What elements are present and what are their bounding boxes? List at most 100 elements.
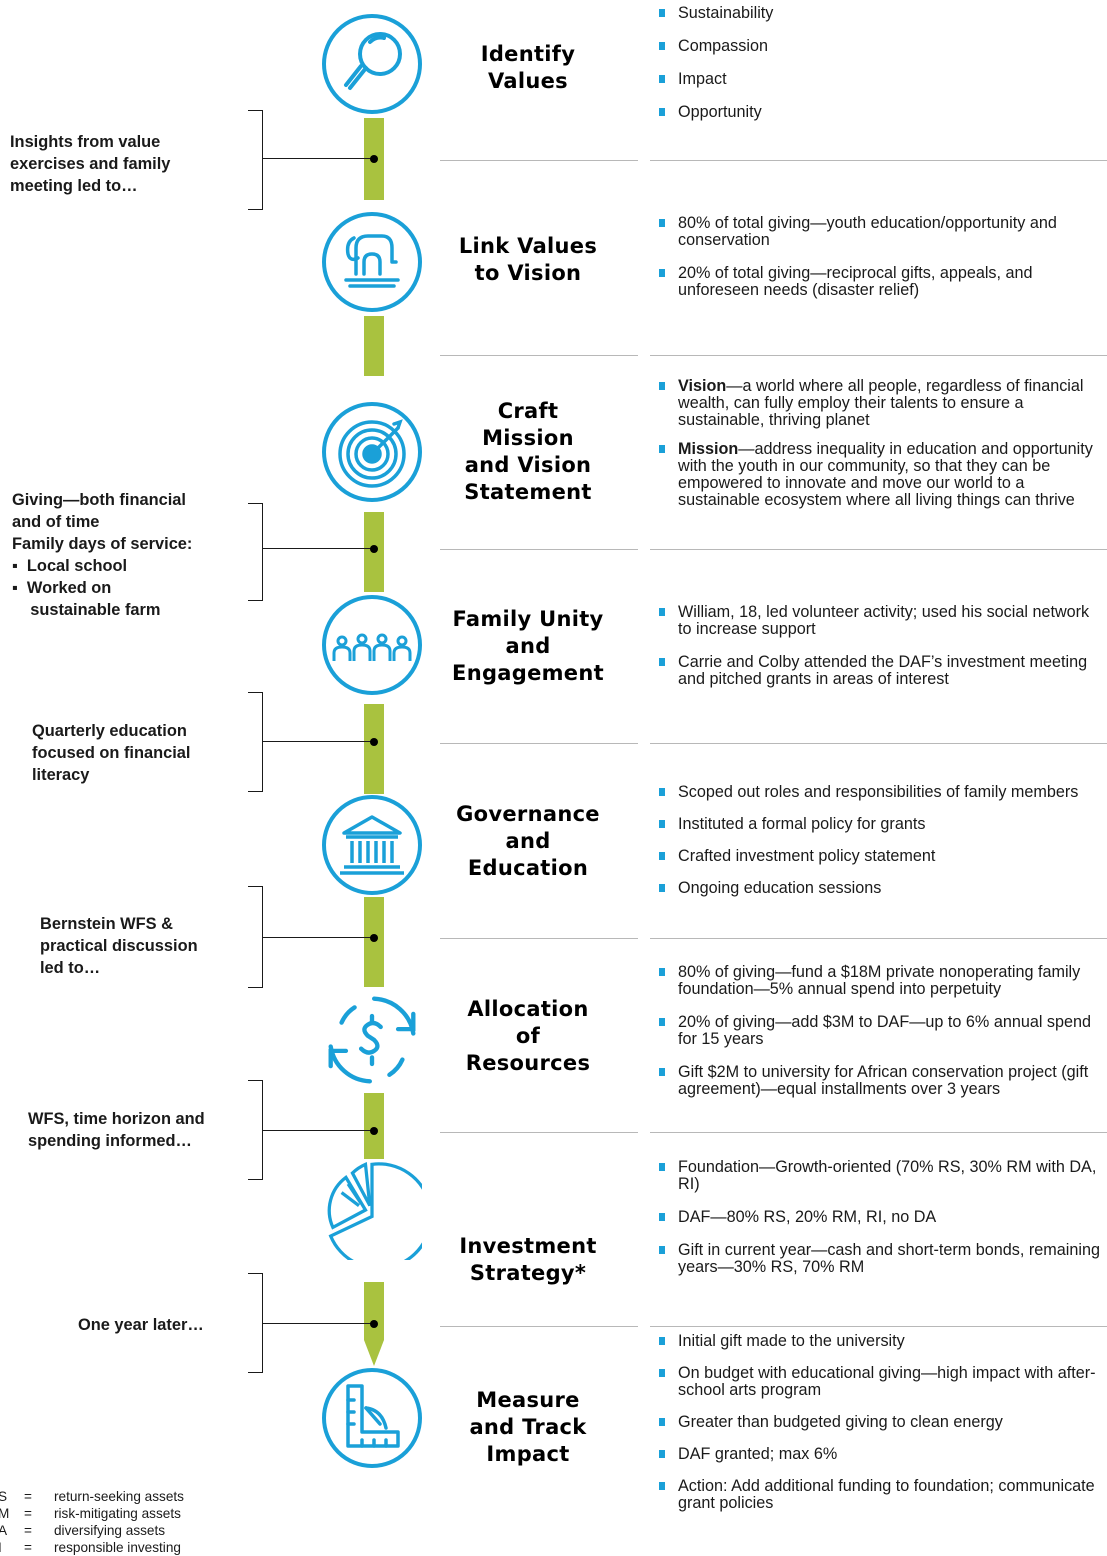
legend-desc: risk-mitigating assets	[54, 1506, 181, 1521]
detail-bullet: Vision—a world where all people, regardl…	[658, 378, 1103, 429]
section-divider	[650, 1132, 1107, 1133]
bullet-text: Foundation—Growth-oriented (70% RS, 30% …	[678, 1158, 1097, 1193]
elephant-icon	[322, 212, 422, 312]
measuring-square-icon	[322, 1368, 422, 1468]
section-divider	[440, 743, 638, 744]
note-bracket	[248, 110, 263, 210]
bracket-connector	[263, 937, 374, 938]
stage-title: Investment Strategy*	[459, 1234, 597, 1285]
bullet-text: Opportunity	[678, 103, 762, 121]
connector-dot	[370, 155, 378, 163]
bullet-text: Impact	[678, 70, 727, 88]
detail-bullet: 80% of total giving—youth education/oppo…	[658, 215, 1103, 249]
stage-title: Measure and Track Impact	[469, 1388, 587, 1466]
bullet-text: Gift $2M to university for African conse…	[678, 1063, 1089, 1098]
bullet-text: Crafted investment policy statement	[678, 847, 936, 865]
stage-details: 80% of total giving—youth education/oppo…	[658, 215, 1103, 299]
detail-bullet: Gift in current year—cash and short-term…	[658, 1242, 1103, 1276]
note-line: Family days of service:	[12, 535, 193, 553]
legend-eq: =	[24, 1489, 32, 1504]
target-icon	[322, 402, 422, 502]
detail-bullet: 80% of giving—fund a $18M private nonope…	[658, 964, 1103, 998]
legend-row: A=diversifying assets	[0, 1522, 184, 1539]
bullet-text: Action: Add additional funding to founda…	[678, 1477, 1095, 1512]
section-divider	[650, 1326, 1107, 1327]
stage-title: Craft Mission and Vision Statement	[464, 399, 592, 504]
stage-details: Initial gift made to the university On bu…	[658, 1333, 1103, 1512]
note-bracket	[248, 503, 263, 601]
note-line: spending informed…	[28, 1132, 192, 1150]
left-note: One year later…	[78, 1314, 204, 1336]
detail-bullet: William, 18, led volunteer activity; use…	[658, 604, 1103, 638]
timeline-stem	[364, 1282, 384, 1340]
section-divider	[440, 938, 638, 939]
detail-bullet: 20% of total giving—reciprocal gifts, ap…	[658, 265, 1103, 299]
bullet-text: Greater than budgeted giving to clean en…	[678, 1413, 1003, 1431]
note-line: One year later…	[78, 1316, 204, 1334]
note-line: Giving—both financial	[12, 491, 186, 509]
detail-bullet: Scoped out roles and responsibilities of…	[658, 784, 1103, 801]
bullet-text: DAF—80% RS, 20% RM, RI, no DA	[678, 1208, 937, 1226]
legend-abbr: M	[0, 1506, 10, 1521]
bullet-text: Initial gift made to the university	[678, 1332, 905, 1350]
legend-desc: diversifying assets	[54, 1523, 166, 1538]
note-bracket	[248, 1080, 263, 1180]
legend-row: S=return-seeking assets	[0, 1488, 184, 1505]
detail-bullet: Gift $2M to university for African conse…	[658, 1064, 1103, 1098]
connector-dot	[370, 1320, 378, 1328]
bullet-text: Carrie and Colby attended the DAF’s inve…	[678, 653, 1088, 688]
stage-title: Governance and Education	[456, 802, 600, 880]
detail-bullet: Mission—address inequality in education …	[658, 441, 1103, 509]
note-line: exercises and family	[10, 155, 171, 173]
legend-desc: responsible investing	[54, 1540, 181, 1555]
stage-title: Family Unity and Engagement	[452, 607, 604, 685]
connector-dot	[370, 545, 378, 553]
legend-desc: return-seeking assets	[54, 1489, 184, 1504]
detail-bullet: DAF granted; max 6%	[658, 1446, 1103, 1463]
note-line: sustainable farm	[12, 601, 161, 619]
detail-bullet: Opportunity	[658, 104, 1103, 121]
detail-bullet: Action: Add additional funding to founda…	[658, 1478, 1103, 1512]
timeline-stem	[364, 704, 384, 794]
dollar-cycle-icon	[322, 990, 422, 1090]
bullet-text: William, 18, led volunteer activity; use…	[678, 603, 1090, 638]
note-bracket	[248, 886, 263, 988]
note-line: led to…	[40, 959, 101, 977]
stage-title: Identify Values	[480, 42, 576, 93]
magnifier-icon	[322, 14, 422, 114]
stage-title: Link Values to Vision	[458, 234, 598, 285]
detail-bullet: Greater than budgeted giving to clean en…	[658, 1414, 1103, 1431]
stage-details: Vision—a world where all people, regardl…	[658, 378, 1103, 509]
bracket-connector	[263, 1323, 374, 1324]
note-line: practical discussion	[40, 937, 198, 955]
stage-details: Foundation—Growth-oriented (70% RS, 30% …	[658, 1159, 1103, 1276]
legend-eq: =	[24, 1506, 32, 1521]
legend-row: I=responsible investing	[0, 1539, 184, 1556]
section-divider	[440, 355, 638, 356]
note-bracket	[248, 692, 263, 792]
legend-abbr: I	[0, 1539, 24, 1556]
bracket-connector	[263, 741, 374, 742]
connector-dot	[370, 934, 378, 942]
bullet-text: On budget with educational giving—high i…	[678, 1364, 1096, 1399]
detail-bullet: Foundation—Growth-oriented (70% RS, 30% …	[658, 1159, 1103, 1193]
bracket-connector	[263, 548, 374, 549]
bullet-lead: Vision	[678, 377, 727, 395]
timeline-arrow-tip	[364, 1340, 384, 1366]
detail-bullet: 20% of giving—add $3M to DAF—up to 6% an…	[658, 1014, 1103, 1048]
detail-bullet: Compassion	[658, 38, 1103, 55]
bullet-text: Sustainability	[678, 4, 774, 22]
legend-eq: =	[24, 1523, 32, 1538]
bracket-connector	[263, 1130, 374, 1131]
bullet-text: Compassion	[678, 37, 768, 55]
bracket-connector	[263, 158, 374, 159]
section-divider	[440, 1132, 638, 1133]
note-line: literacy	[32, 766, 90, 784]
bullet-text: Instituted a formal policy for grants	[678, 815, 926, 833]
bullet-text: Gift in current year—cash and short-term…	[678, 1241, 1100, 1276]
bullet-text: 80% of total giving—youth education/oppo…	[678, 214, 1057, 249]
